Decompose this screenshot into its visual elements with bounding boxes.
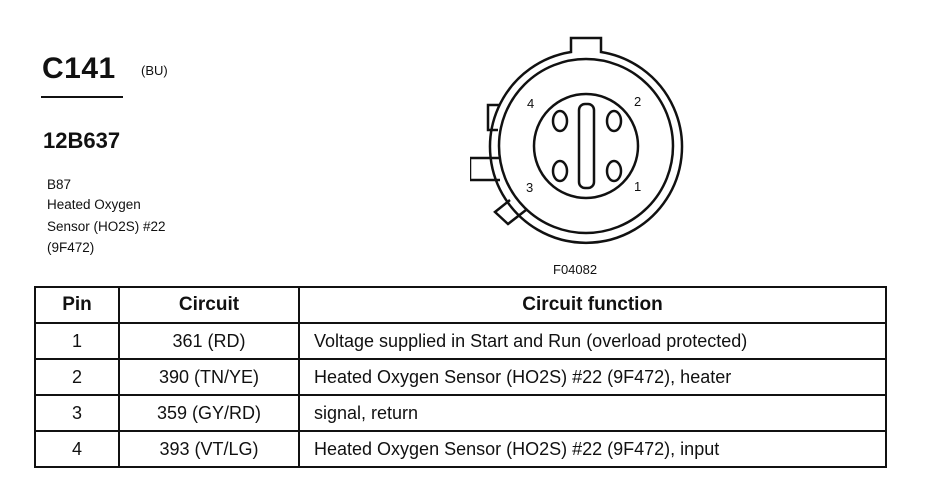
pin-hole-2 — [605, 109, 623, 133]
connector-face-diagram: 4 2 3 1 — [470, 36, 684, 244]
pin-face — [532, 92, 640, 200]
connector-color: (BU) — [141, 63, 168, 78]
header-circuit-function: Circuit function — [298, 286, 887, 324]
lock-tab — [493, 199, 527, 226]
cell-circuit: 393 (VT/LG) — [118, 430, 300, 468]
pin-hole-1 — [605, 159, 623, 183]
table-row: 2 390 (TN/YE) Heated Oxygen Sensor (HO2S… — [34, 358, 887, 396]
cell-pin: 3 — [34, 394, 120, 432]
cell-circuit: 361 (RD) — [118, 322, 300, 360]
cell-function: signal, return — [298, 394, 887, 432]
housing-outline — [488, 36, 684, 244]
connector-underline — [41, 96, 123, 98]
connector-id: C141 — [42, 52, 116, 85]
housing-inner-ring — [497, 57, 675, 235]
cell-pin: 1 — [34, 322, 120, 360]
cell-function: Voltage supplied in Start and Run (overl… — [298, 322, 887, 360]
description-line: (9F472) — [47, 240, 95, 255]
cell-circuit: 359 (GY/RD) — [118, 394, 300, 432]
description-line: Heated Oxygen — [47, 197, 141, 212]
figure-id: F04082 — [553, 262, 598, 277]
pin-hole-4 — [551, 109, 569, 133]
cell-pin: 4 — [34, 430, 120, 468]
pin-label-3: 3 — [526, 180, 533, 195]
part-number: 12B637 — [43, 128, 121, 153]
description-line: B87 — [47, 177, 72, 192]
header-circuit: Circuit — [118, 286, 300, 324]
cell-function: Heated Oxygen Sensor (HO2S) #22 (9F472),… — [298, 430, 887, 468]
table-row: 3 359 (GY/RD) signal, return — [34, 394, 887, 432]
center-slot — [577, 102, 596, 190]
cell-circuit: 390 (TN/YE) — [118, 358, 300, 396]
latch-bracket — [470, 156, 500, 182]
table-header-row: Pin Circuit Circuit function — [34, 286, 887, 324]
pin-label-1: 1 — [634, 179, 641, 194]
header-pin: Pin — [34, 286, 120, 324]
table-row: 1 361 (RD) Voltage supplied in Start and… — [34, 322, 887, 360]
latch-bracket — [486, 103, 500, 132]
pin-table: Pin Circuit Circuit function 1 361 (RD) … — [34, 286, 887, 468]
table-row: 4 393 (VT/LG) Heated Oxygen Sensor (HO2S… — [34, 430, 887, 468]
cell-function: Heated Oxygen Sensor (HO2S) #22 (9F472),… — [298, 358, 887, 396]
description-line: Sensor (HO2S) #22 — [47, 219, 166, 234]
pin-label-4: 4 — [527, 96, 534, 111]
cell-pin: 2 — [34, 358, 120, 396]
pin-label-2: 2 — [634, 94, 641, 109]
pin-hole-3 — [551, 159, 569, 183]
